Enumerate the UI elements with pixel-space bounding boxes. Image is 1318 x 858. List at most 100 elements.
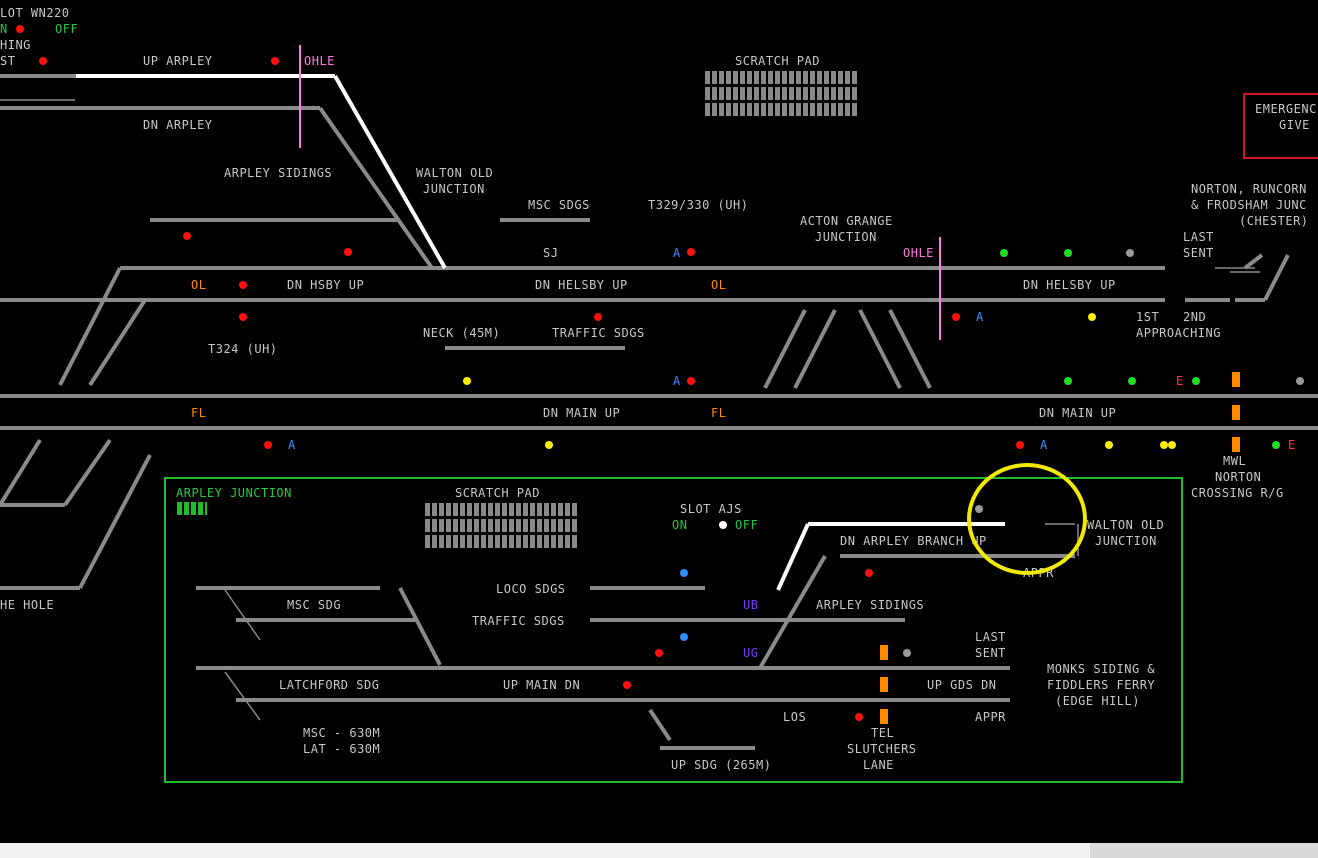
signal-red-3[interactable] (183, 232, 191, 240)
signal-yellow-1[interactable] (463, 377, 471, 385)
signal-green-1[interactable] (1000, 249, 1008, 257)
signal-red-5[interactable] (239, 281, 247, 289)
neck-label: NECK (45M) (423, 326, 501, 340)
scratch-pad-grid-aj[interactable] (425, 502, 577, 548)
second-label: 2ND (1183, 310, 1207, 324)
signal-red-11[interactable] (264, 441, 272, 449)
signal-on-indicator (16, 25, 24, 33)
signal-yellow-3[interactable] (1088, 313, 1096, 321)
signal-red-aj-3[interactable] (865, 569, 873, 577)
dn-helsby-up-label-1: DN HELSBY UP (535, 278, 628, 292)
signal-blue-1[interactable] (680, 569, 688, 577)
scratch-pad-title: SCRATCH PAD (735, 54, 820, 68)
signal-red-aj-1[interactable] (655, 649, 663, 657)
arpley-sidings-label: ARPLEY SIDINGS (224, 166, 333, 180)
crossing-block-1 (1232, 372, 1240, 387)
on-label: N (0, 22, 8, 36)
signal-red-12[interactable] (1016, 441, 1024, 449)
track-aj-branch-diag (758, 554, 827, 670)
aj-slot-label: SLOT AJS (680, 502, 742, 516)
acton-grange-label-1: ACTON GRANGE (800, 214, 893, 228)
signal-yellow-2[interactable] (545, 441, 553, 449)
a-label-4: A (976, 310, 984, 324)
signal-green-5[interactable] (1192, 377, 1200, 385)
aj-branch-label: DN ARPLEY BRANCH UP (840, 534, 987, 548)
signal-red-8[interactable] (594, 313, 602, 321)
a-label-5: A (1040, 438, 1048, 452)
aj-walton-label-1: WALTON OLD (1087, 518, 1165, 532)
signal-grey-2[interactable] (1296, 377, 1304, 385)
track-diag-1 (318, 106, 434, 270)
t324-label: T324 (UH) (208, 342, 278, 356)
aj-appr-label: APPR (975, 710, 1006, 724)
track-thin-4 (224, 589, 261, 641)
signal-yellow-6[interactable] (1168, 441, 1176, 449)
track-acton-3 (858, 309, 902, 389)
ohle-label-2: OHLE (903, 246, 934, 260)
scrollbar-thumb[interactable] (0, 843, 1090, 858)
track-aj-sdg-diag2 (648, 708, 672, 742)
fl-label-1: FL (191, 406, 207, 420)
approaching-label: APPROACHING (1136, 326, 1221, 340)
aj-ub-label: UB (743, 598, 759, 612)
ohle-marker-2 (939, 237, 941, 340)
aj-status-blocks (177, 502, 207, 515)
track-thin-5 (224, 671, 261, 721)
signal-grey-3[interactable] (903, 649, 911, 657)
signal-blue-2[interactable] (680, 633, 688, 641)
track-diag-2 (58, 267, 122, 386)
track-diag-8 (78, 454, 152, 589)
signal-red-4[interactable] (344, 248, 352, 256)
crossing-block-2 (1232, 405, 1240, 420)
signal-red-10[interactable] (687, 377, 695, 385)
track-acton-4 (888, 309, 932, 389)
signal-green-4[interactable] (1128, 377, 1136, 385)
signal-red-9[interactable] (952, 313, 960, 321)
crossing-block-3 (1232, 437, 1240, 452)
emergency-label-1: EMERGENC (1255, 102, 1317, 116)
signal-green-6[interactable] (1272, 441, 1280, 449)
tel-block-1 (880, 645, 888, 660)
ohle-marker-1 (299, 45, 301, 148)
emergency-frame[interactable] (1243, 93, 1318, 159)
tel-block-3 (880, 709, 888, 724)
ol-label-1: OL (191, 278, 207, 292)
st-label: ST (0, 54, 16, 68)
arpley-junction-title: ARPLEY JUNCTION (176, 486, 292, 500)
off-label: OFF (55, 22, 79, 36)
sent-label: SENT (1183, 246, 1214, 260)
acton-grange-label-2: JUNCTION (815, 230, 877, 244)
ol-label-2: OL (711, 278, 727, 292)
norton-label-1: NORTON, RUNCORN (1191, 182, 1307, 196)
aj-traffic-sdgs-label: TRAFFIC SDGS (472, 614, 565, 628)
signal-green-2[interactable] (1064, 249, 1072, 257)
signal-green-3[interactable] (1064, 377, 1072, 385)
signal-red-aj-4[interactable] (855, 713, 863, 721)
dn-arpley-label: DN ARPLEY (143, 118, 213, 132)
monks-label-1: MONKS SIDING & (1047, 662, 1156, 676)
highlight-circle (967, 463, 1087, 575)
track-diag-3 (88, 298, 147, 387)
signal-red-7[interactable] (687, 248, 695, 256)
signal-yellow-5[interactable] (1160, 441, 1168, 449)
signal-red-6[interactable] (239, 313, 247, 321)
signal-grey-1[interactable] (1126, 249, 1134, 257)
norton-label-2: & FRODSHAM JUNC (1191, 198, 1307, 212)
route-aj-branch-diag (776, 523, 810, 591)
signal-yellow-4[interactable] (1105, 441, 1113, 449)
signal-red-2[interactable] (271, 57, 279, 65)
first-label: 1ST (1136, 310, 1160, 324)
up-gds-dn-label: UP GDS DN (927, 678, 997, 692)
hole-label: HE HOLE (0, 598, 55, 612)
signal-red-aj-2[interactable] (623, 681, 631, 689)
monks-label-2: FIDDLERS FERRY (1047, 678, 1156, 692)
signal-red-1[interactable] (39, 57, 47, 65)
scratch-pad-grid-top[interactable] (705, 70, 857, 116)
monks-label-3: (EDGE HILL) (1055, 694, 1140, 708)
sj-label: SJ (543, 246, 559, 260)
aj-on-label: ON (672, 518, 688, 532)
last-label: LAST (1183, 230, 1214, 244)
los-label: LOS (783, 710, 807, 724)
track-aj-sdg-diag1 (398, 587, 442, 666)
